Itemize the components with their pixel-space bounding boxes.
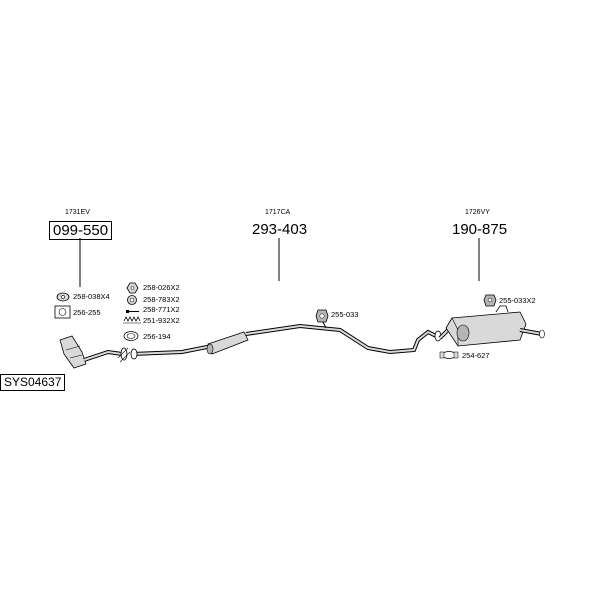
- ring-gasket-icon[interactable]: [123, 331, 139, 341]
- accessory-label-a10[interactable]: 254-627: [462, 351, 490, 360]
- accessory-label-a2[interactable]: 256-255: [73, 308, 101, 317]
- accessory-label-a1[interactable]: 258-038X4: [73, 292, 110, 301]
- rear-silencer[interactable]: [438, 305, 545, 347]
- accessory-label-a4[interactable]: 258-783X2: [143, 295, 180, 304]
- bolt-icon[interactable]: [126, 310, 139, 313]
- accessory-label-a3[interactable]: 258-026X2: [143, 283, 180, 292]
- front-part-number[interactable]: 099-550: [49, 221, 113, 240]
- flange-plate-icon[interactable]: [54, 305, 71, 319]
- spring-icon[interactable]: [123, 316, 141, 324]
- accessory-label-a6[interactable]: 251-932X2: [143, 316, 180, 325]
- hex-nut-icon[interactable]: [126, 282, 139, 294]
- rubber-mount-rear-icon[interactable]: [483, 294, 497, 307]
- middle-silencer-pipe[interactable]: [130, 319, 442, 360]
- pipe-clamp-icon[interactable]: [439, 351, 459, 359]
- front-ref-code: 1731EV: [65, 209, 90, 216]
- accessory-label-a7[interactable]: 256-194: [143, 332, 171, 341]
- rubber-mount-icon[interactable]: [315, 309, 329, 323]
- rear-part-number[interactable]: 190-875: [452, 221, 508, 238]
- rear-ref-code: 1726VY: [465, 209, 490, 216]
- system-code-badge: SYS04637: [0, 374, 66, 391]
- accessory-label-a9[interactable]: 255-033X2: [499, 296, 536, 305]
- front-downpipe[interactable]: [59, 335, 131, 369]
- middle-part-number[interactable]: 293-403: [252, 221, 308, 238]
- gasket-icon[interactable]: [56, 292, 70, 302]
- accessory-label-a5[interactable]: 258-771X2: [143, 305, 180, 314]
- spring-washer-icon[interactable]: [127, 295, 137, 305]
- middle-ref-code: 1717CA: [265, 209, 291, 216]
- accessory-label-a8[interactable]: 255-033: [331, 310, 359, 319]
